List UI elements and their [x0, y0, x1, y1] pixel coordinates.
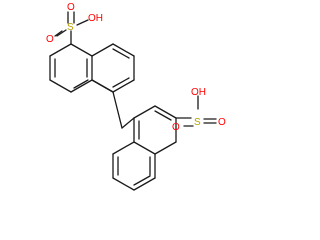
methylene-bridge — [91, 79, 135, 129]
oxygen-bottom-label: O — [46, 34, 54, 45]
oxygen-top-label: O — [67, 2, 75, 13]
upper-naphthalene — [49, 43, 135, 93]
upper-sulfonic-acid: O S OH O — [46, 2, 103, 45]
sulfur-right-label: S — [194, 117, 201, 128]
oxygen-left-label: O — [172, 122, 180, 133]
lower-sulfonic-acid: OH O S O — [172, 87, 226, 133]
sulfur-left-label: S — [67, 22, 74, 33]
structure-diagram: O S OH O OH O S — [46, 2, 226, 191]
lower-naphthalene — [112, 105, 177, 191]
oxygen-right-label: O — [218, 117, 226, 128]
hydroxyl-right-label: OH — [191, 87, 206, 98]
hydroxyl-left-label: OH — [88, 13, 103, 24]
